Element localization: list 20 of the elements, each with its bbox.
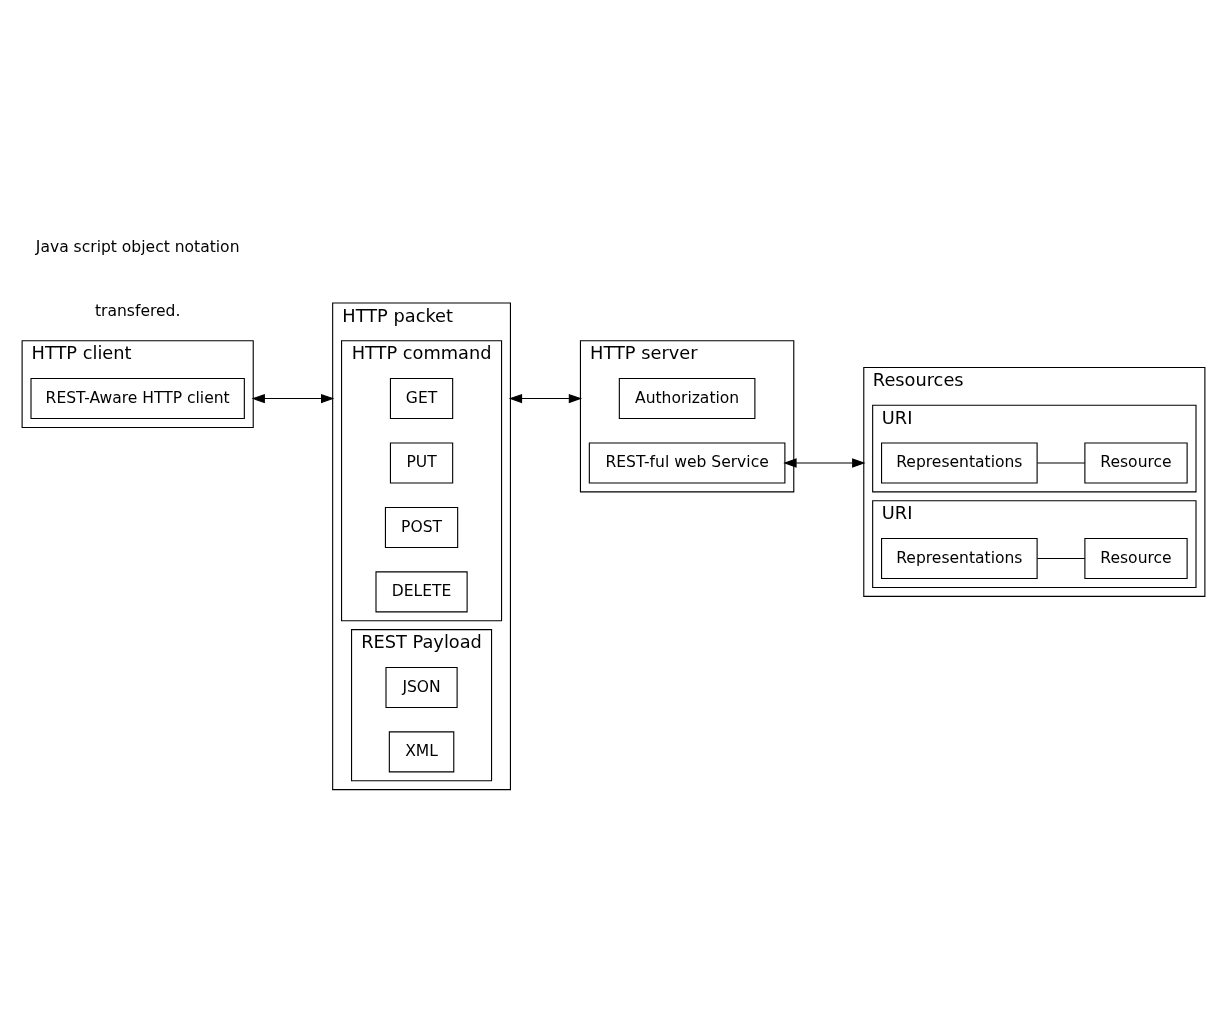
node-box: PUT [389,441,454,484]
arrow [508,393,583,403]
node-box: REST-Aware HTTP client [30,377,245,419]
node-box: Authorization [618,377,756,419]
arrow [251,393,335,403]
node-box: Representations [881,441,1038,484]
node-box: Resource [1084,537,1188,579]
node-box: XML [388,730,455,772]
node-box: Representations [881,537,1038,579]
label: Java script object notation [35,237,240,256]
node-box: Resource [1084,441,1188,484]
connector [1036,557,1086,559]
arrow [783,457,866,468]
connector [1036,461,1086,464]
node-box: DELETE [375,570,468,612]
node-box: REST-ful web Service [588,441,786,484]
node-box: JSON [385,666,458,708]
node-box: POST [384,506,459,548]
label: transfered. [94,301,181,320]
node-box: GET [389,377,454,419]
